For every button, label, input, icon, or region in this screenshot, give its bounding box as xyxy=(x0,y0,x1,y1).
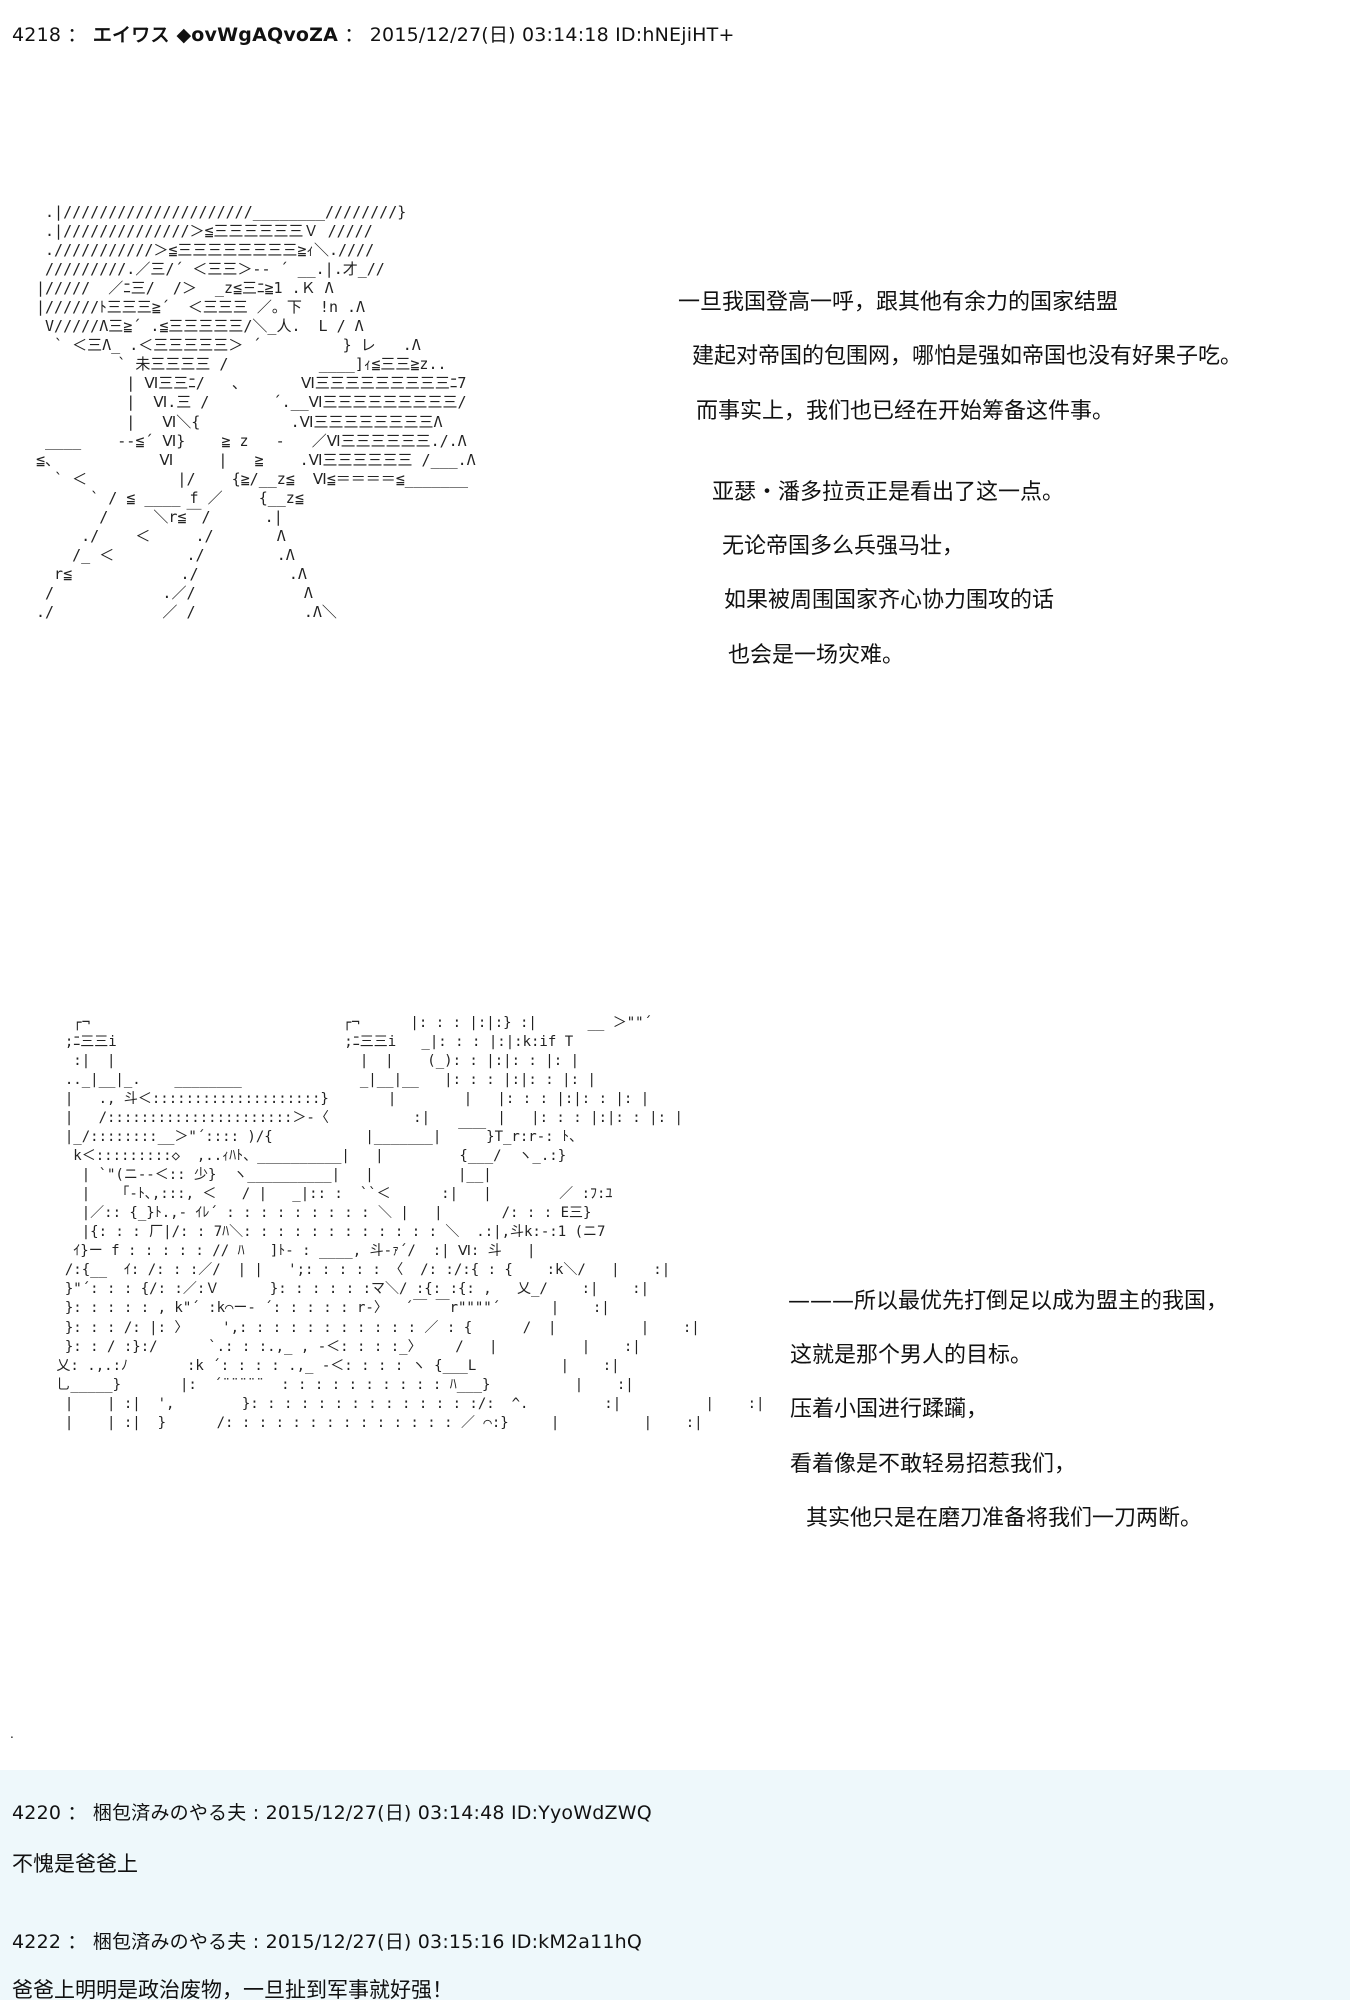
stray-dot: . xyxy=(10,1727,14,1741)
narration-line: 而事实上，我们也已经在开始筹备这件事。 xyxy=(696,399,1115,424)
poster-name: 梱包済みのやる夫 xyxy=(92,1802,247,1824)
narration-line: ———所以最优先打倒足以成为盟主的我国， xyxy=(788,1289,1229,1314)
narration-line: 如果被周围国家齐心协力围攻的话 xyxy=(724,588,1055,613)
narration-line: 亚瑟・潘多拉贡正是看出了这一点。 xyxy=(712,480,1065,505)
ascii-art-castle: .|/////////////////////________////////}… xyxy=(36,203,476,621)
post-header: 4218 ： エイワス ◆ovWgAQvoZA ： 2015/12/27(日) … xyxy=(12,24,735,46)
post-body: 不愧是爸爸上 xyxy=(12,1852,138,1876)
narration-line: 看着像是不敢轻易招惹我们， xyxy=(790,1452,1077,1477)
post-number[interactable]: 4218 xyxy=(12,24,62,46)
post-date: 2015/12/27(日) 03:15:16 xyxy=(265,1931,505,1953)
post-header: 4220 ： 梱包済みのやる夫 : 2015/12/27(日) 03:14:48… xyxy=(12,1802,652,1824)
ascii-art-figure: ┌¬ ┌¬ |: : : |:|:} :| __ ＞""´ ;ﾆ三三i ;ﾆ三三… xyxy=(56,1015,765,1431)
poster-name: エイワス ◆ovWgAQvoZA xyxy=(92,24,339,46)
narration-line: 建起对帝国的包围网，哪怕是强如帝国也没有好果子吃。 xyxy=(692,344,1243,369)
post-body: 爸爸上明明是政治废物，一旦扯到军事就好强！ xyxy=(12,1978,453,2002)
narration-line: 一旦我国登高一呼，跟其他有余力的国家结盟 xyxy=(678,290,1119,315)
post-id[interactable]: ID:hNEjiHT+ xyxy=(615,24,735,46)
post-id[interactable]: ID:YyoWdZWQ xyxy=(510,1802,652,1824)
narration-line: 压着小国进行蹂躏， xyxy=(790,1397,989,1422)
post-header: 4222 ： 梱包済みのやる夫 : 2015/12/27(日) 03:15:16… xyxy=(12,1931,643,1953)
post-date: 2015/12/27(日) 03:14:48 xyxy=(265,1802,505,1824)
narration-line: 无论帝国多么兵强马壮， xyxy=(722,534,965,559)
poster-name: 梱包済みのやる夫 xyxy=(92,1931,247,1953)
narration-line: 这就是那个男人的目标。 xyxy=(790,1343,1033,1368)
replies-area: 4220 ： 梱包済みのやる夫 : 2015/12/27(日) 03:14:48… xyxy=(0,1770,1350,2002)
post-number[interactable]: 4220 xyxy=(12,1802,62,1824)
narration-line: 也会是一场灾难。 xyxy=(728,643,905,668)
narration-line: 其实他只是在磨刀准备将我们一刀两断。 xyxy=(806,1506,1203,1531)
post-id[interactable]: ID:kM2a11hQ xyxy=(510,1931,643,1953)
post-number[interactable]: 4222 xyxy=(12,1931,62,1953)
post-date: 2015/12/27(日) 03:14:18 xyxy=(369,24,609,46)
